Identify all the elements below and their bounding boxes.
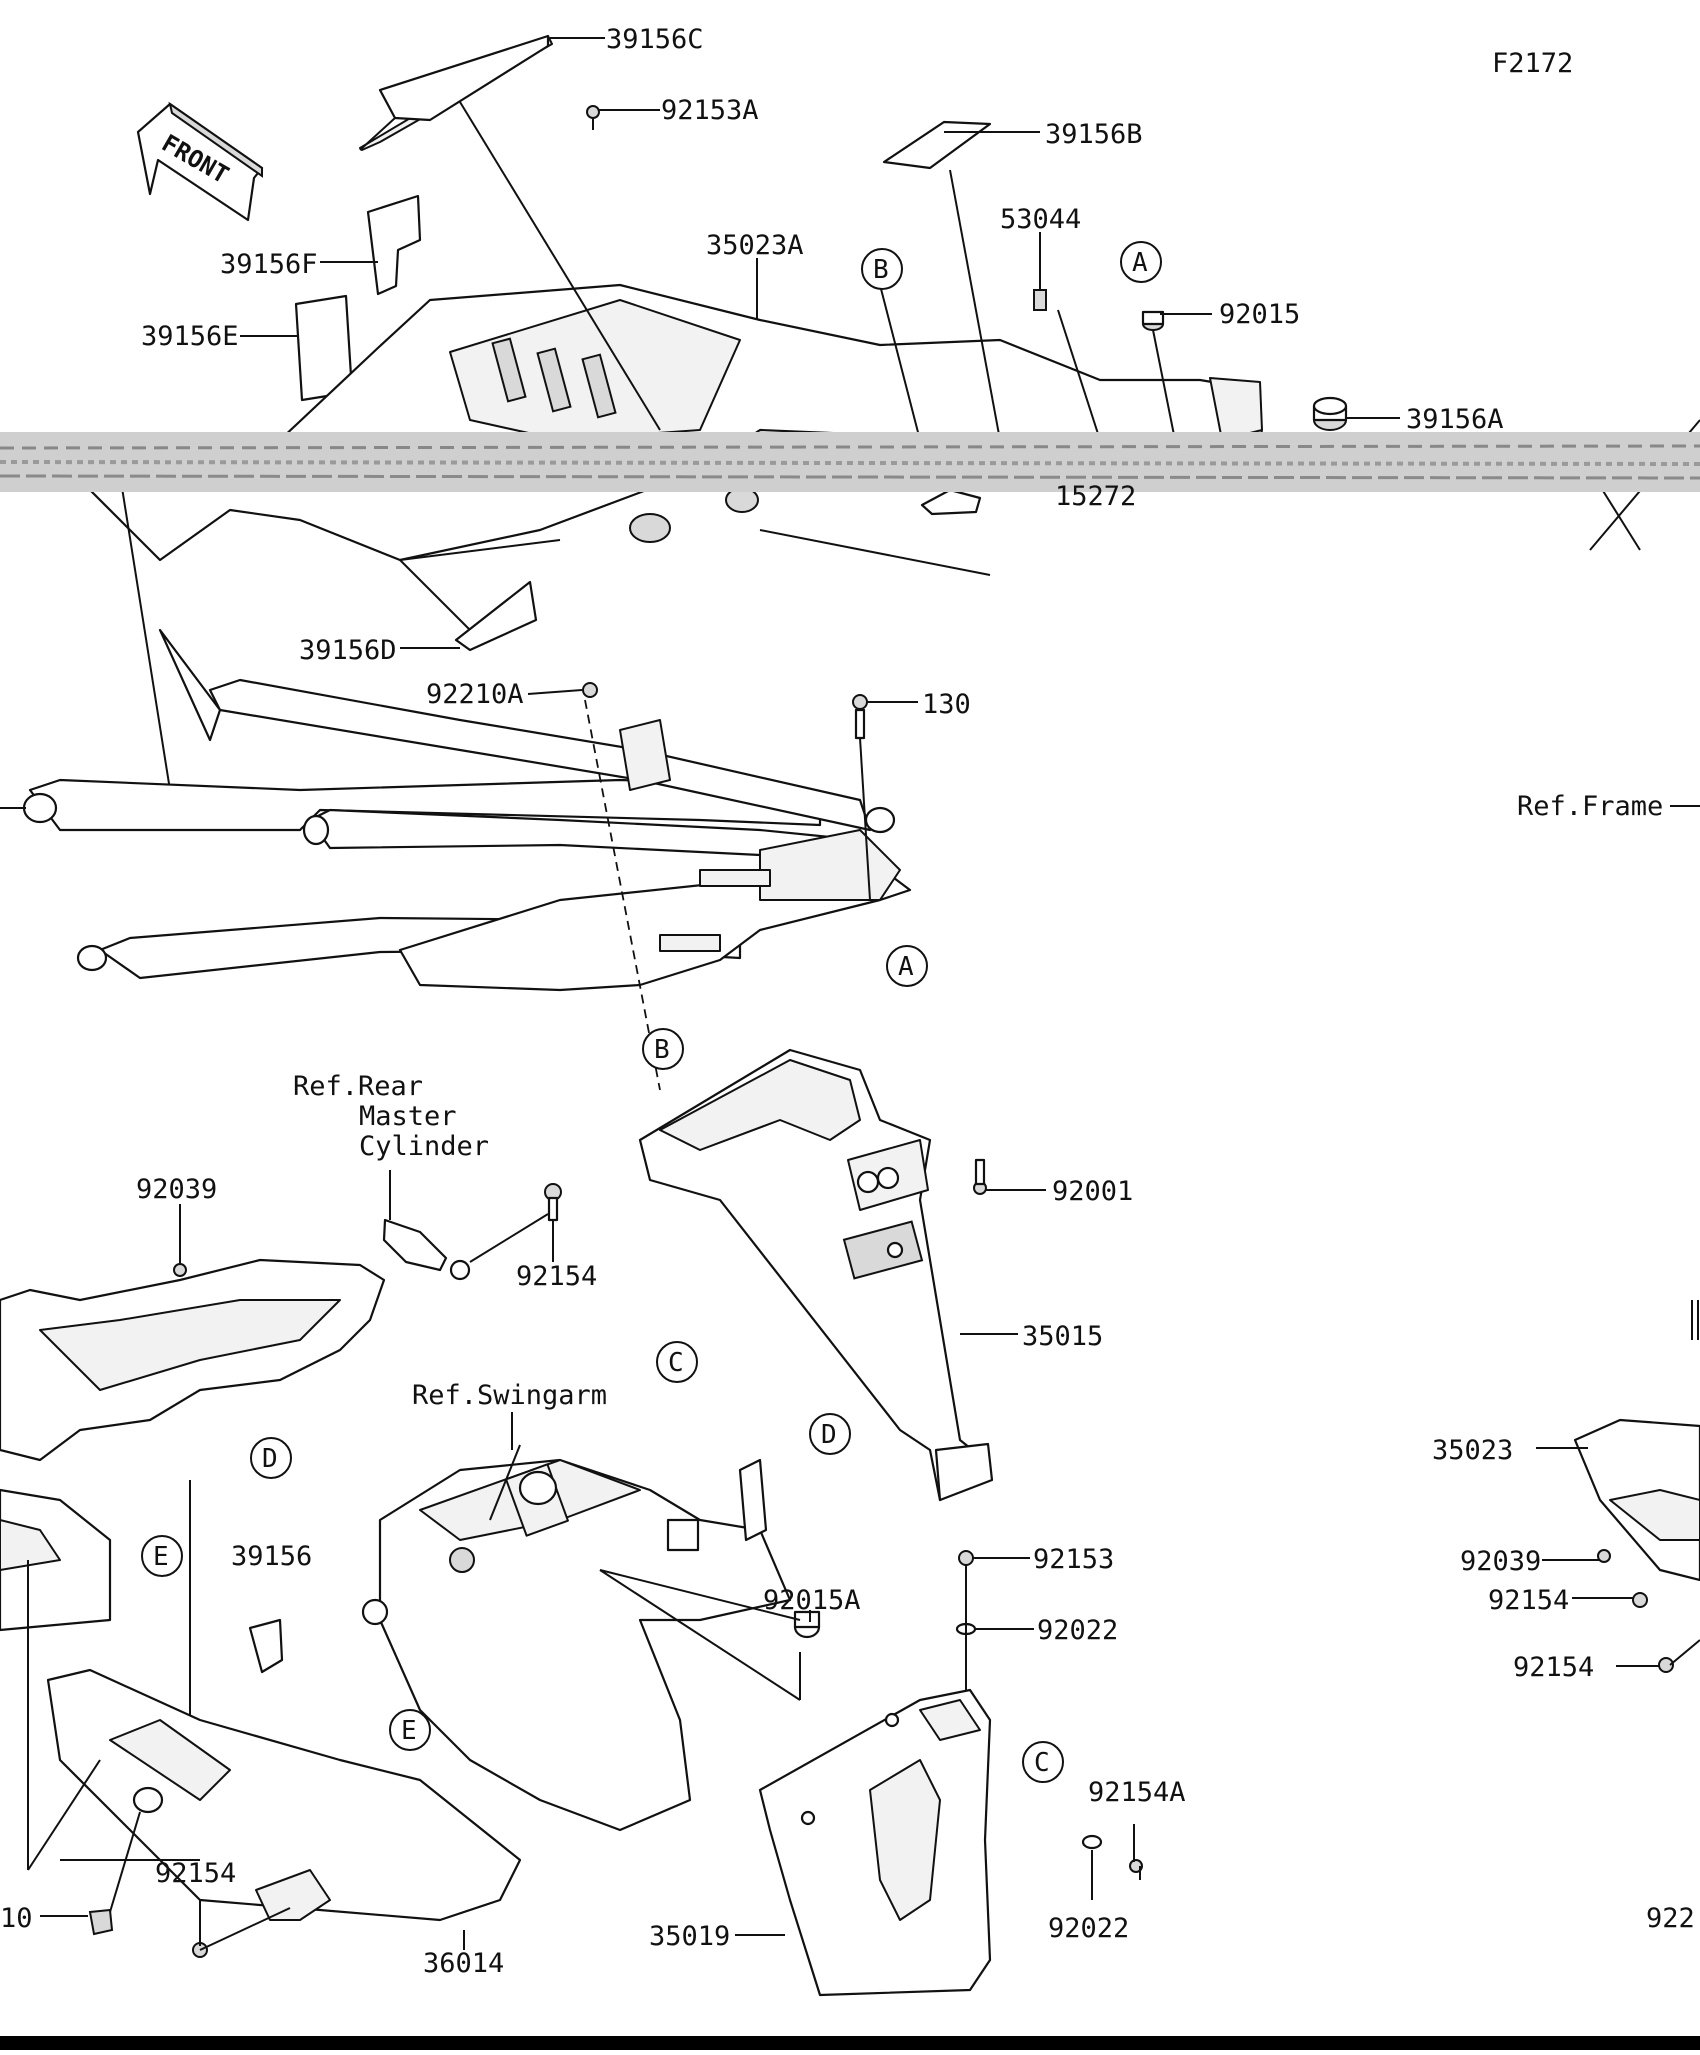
label-92154-bracket: 92154: [516, 1261, 597, 1292]
label-922-partial: 922: [1646, 1903, 1695, 1934]
svg-text:E: E: [153, 1542, 169, 1572]
label-92039-left: 92039: [136, 1174, 217, 1205]
label-92154-right-2: 92154: [1513, 1652, 1594, 1683]
label-92154-right-1: 92154: [1488, 1585, 1569, 1616]
callout-c-hugger: C: [1022, 1741, 1064, 1783]
callout-markers: A B A B C C D D: [141, 241, 1162, 1783]
label-92039-right: 92039: [1460, 1546, 1541, 1577]
callout-c-swingarm: C: [656, 1341, 698, 1383]
label-ref-swingarm: Ref.Swingarm: [412, 1380, 607, 1411]
svg-text:B: B: [873, 255, 889, 285]
label-ref-cylinder: Cylinder: [359, 1131, 489, 1162]
label-53044: 53044: [1000, 204, 1081, 235]
part-number-labels: 39156C 92153A 39156B 53044 35023A 92015 …: [0, 24, 1695, 1979]
label-92210A: 92210A: [426, 679, 524, 710]
callout-a-top: A: [1120, 241, 1162, 283]
svg-text:B: B: [654, 1035, 670, 1065]
label-92153A: 92153A: [661, 95, 759, 126]
label-10-partial: 10: [0, 1903, 33, 1934]
label-130: 130: [922, 689, 971, 720]
label-leaders: [40, 37, 1700, 1950]
label-39156B: 39156B: [1045, 119, 1143, 150]
label-92001: 92001: [1052, 1176, 1133, 1207]
label-35023: 35023: [1432, 1435, 1513, 1466]
label-92154-chain-cover: 92154: [155, 1858, 236, 1889]
label-36014: 36014: [423, 1948, 504, 1979]
label-92154A: 92154A: [1088, 1777, 1186, 1808]
front-arrow-icon: FRONT: [136, 101, 264, 222]
diagram-code: F2172: [1492, 48, 1573, 79]
label-39156C: 39156C: [606, 24, 704, 55]
label-ref-master: Master: [359, 1101, 457, 1132]
left-side-cover: [0, 1258, 386, 1870]
label-39156A: 39156A: [1406, 404, 1504, 435]
callout-d-cover: D: [250, 1437, 292, 1479]
svg-text:D: D: [262, 1444, 278, 1474]
label-ref-frame: Ref.Frame: [1517, 791, 1663, 822]
label-92022-top: 92022: [1037, 1615, 1118, 1646]
callout-e-cover: E: [141, 1535, 183, 1577]
label-15272: 15272: [1055, 481, 1136, 512]
swingarm-and-chain-cover: [27, 1458, 801, 1958]
inner-fender-35019: [599, 1550, 1143, 1997]
label-92015A: 92015A: [763, 1585, 861, 1616]
callout-b-fender: B: [642, 1028, 684, 1070]
callout-b-top: B: [861, 248, 903, 290]
callout-a-frame: A: [886, 945, 928, 987]
label-39156F: 39156F: [220, 249, 318, 280]
label-39156E: 39156E: [141, 321, 239, 352]
svg-text:A: A: [1132, 248, 1148, 278]
bottom-border-bar: [0, 2036, 1700, 2050]
label-35015: 35015: [1022, 1321, 1103, 1352]
svg-text:E: E: [401, 1716, 417, 1746]
label-39156: 39156: [231, 1541, 312, 1572]
label-92153: 92153: [1033, 1544, 1114, 1575]
svg-text:D: D: [821, 1420, 837, 1450]
callout-e-swingarm: E: [389, 1709, 431, 1751]
right-side-partial-assembly: [1573, 1300, 1700, 1673]
label-92015: 92015: [1219, 299, 1300, 330]
rear-subframe: [0, 628, 1700, 1091]
svg-text:A: A: [898, 952, 914, 982]
label-92022-bottom: 92022: [1048, 1913, 1129, 1944]
svg-text:C: C: [668, 1348, 684, 1378]
rear-fender-35015: [638, 1048, 994, 1502]
label-ref-rear: Ref.Rear: [293, 1071, 423, 1102]
svg-text:C: C: [1034, 1748, 1050, 1778]
rear-master-cylinder-bracket: [382, 1170, 562, 1281]
label-39156D: 39156D: [299, 635, 397, 666]
label-35019: 35019: [649, 1921, 730, 1952]
label-35023A: 35023A: [706, 230, 804, 261]
callout-d-swingarm: D: [809, 1413, 851, 1455]
